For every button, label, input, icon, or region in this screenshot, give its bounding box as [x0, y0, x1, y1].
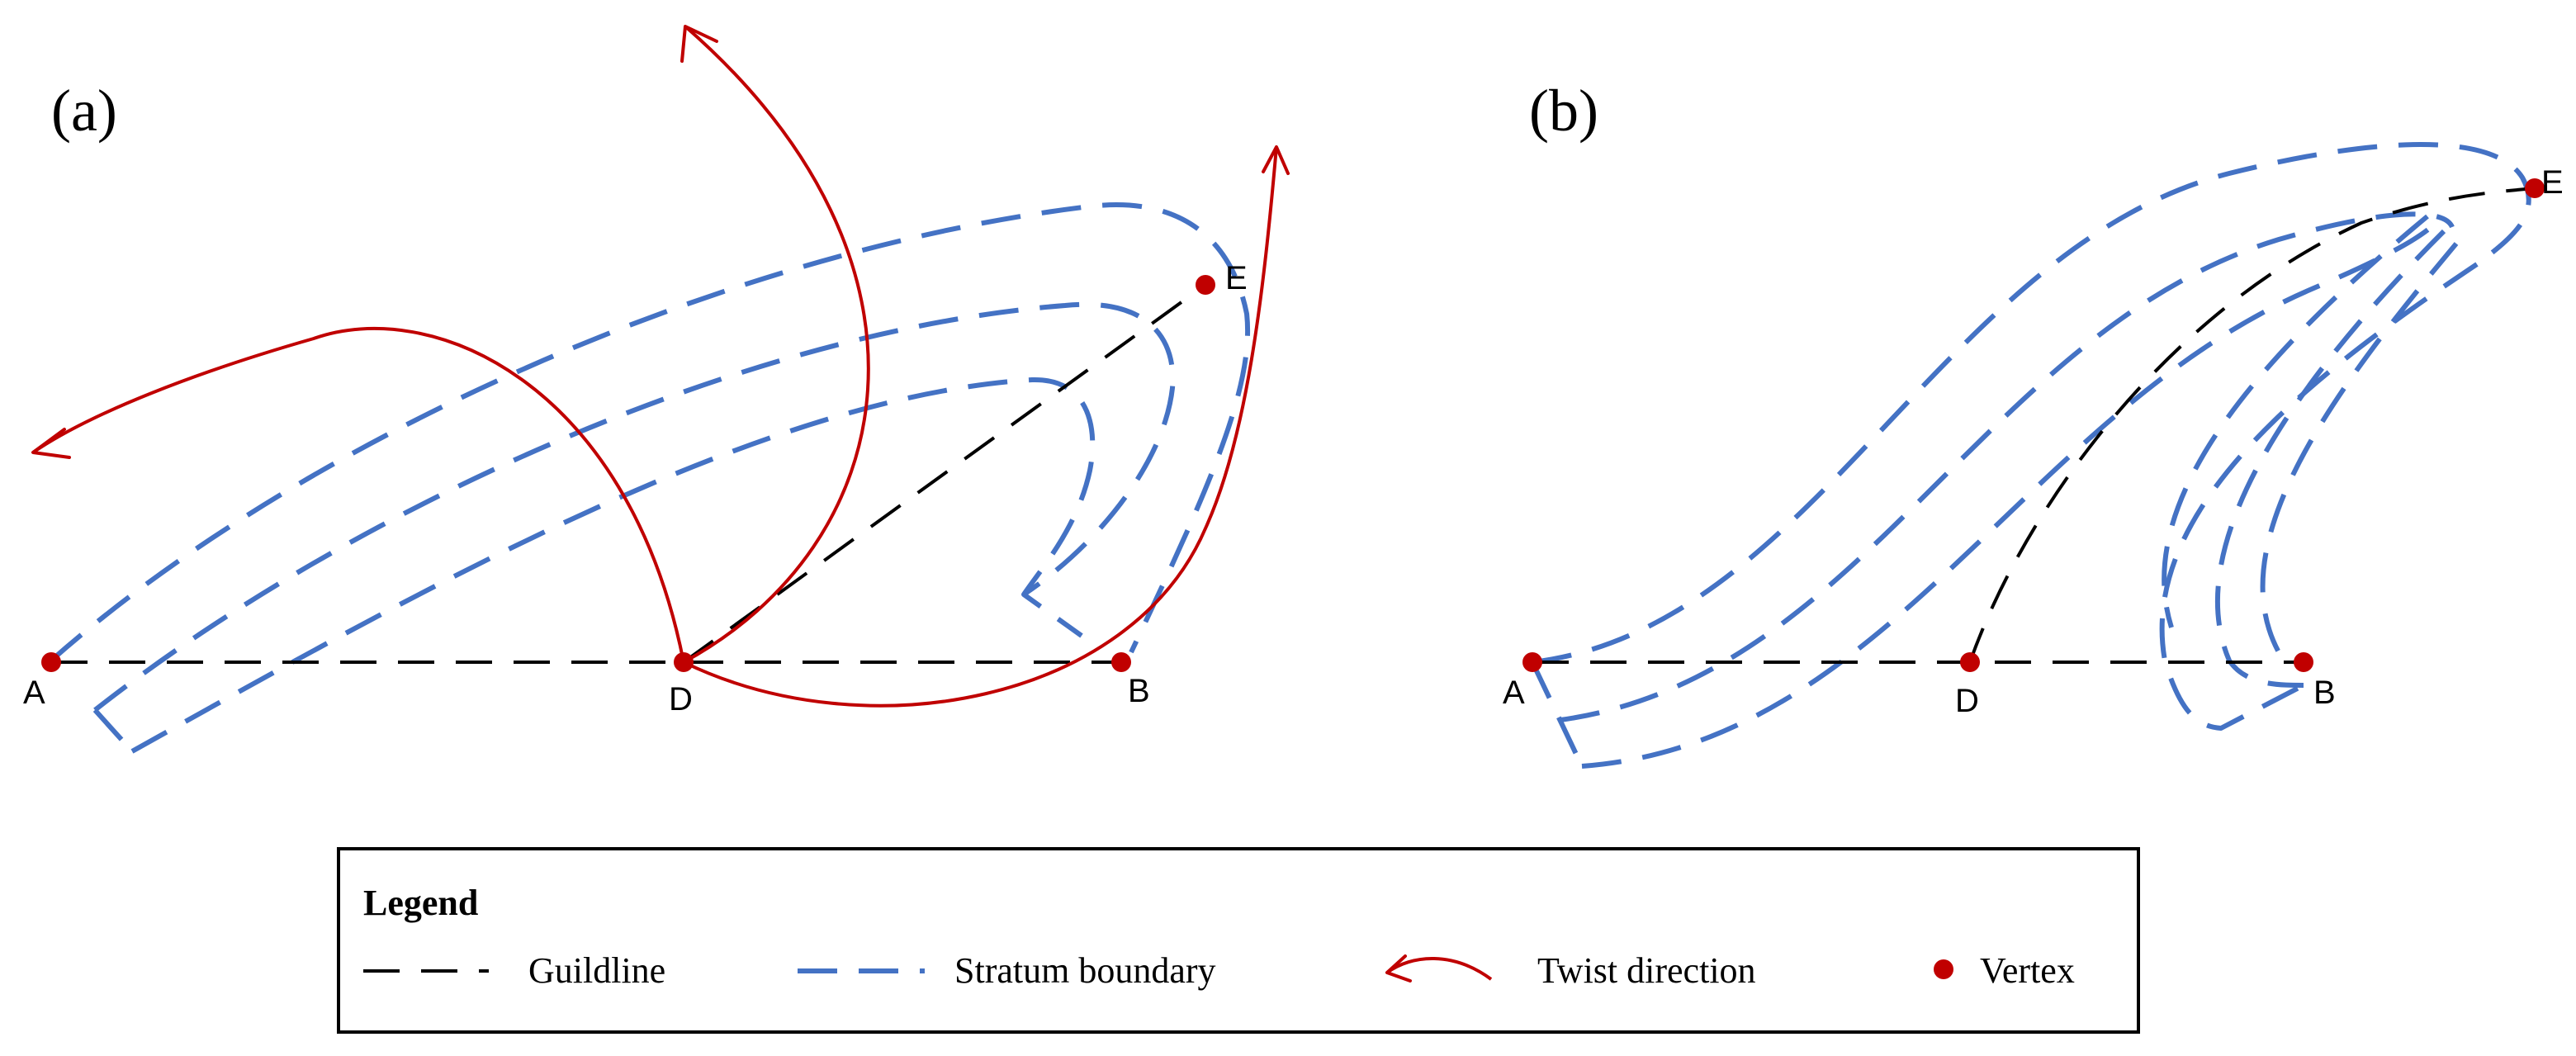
vertex-a — [1522, 652, 1542, 672]
vertex-label-d: D — [1955, 683, 1979, 719]
panel-b-label: (b) — [1529, 78, 1598, 144]
vertex-e — [2525, 178, 2545, 198]
panel-a: (a) A D B E — [23, 25, 1290, 754]
stratum-boundary-hook-3 — [2214, 229, 2446, 688]
vertex-a — [41, 652, 61, 672]
legend-item-vertex: Vertex — [1980, 950, 2075, 991]
panel-a-label: (a) — [51, 78, 117, 144]
legend-item-stratum-boundary: Stratum boundary — [954, 950, 1216, 991]
twist-direction-left — [31, 327, 685, 663]
legend-item-twist-direction: Twist direction — [1537, 950, 1756, 991]
twist-arrowhead-up — [680, 25, 718, 63]
vertex-label-a: A — [1503, 675, 1525, 711]
twist-arrowhead-left — [31, 428, 71, 459]
vertex-label-b: B — [2313, 675, 2336, 711]
panel-b: (b) A D B E — [1503, 78, 2564, 769]
stratum-boundary-base-b — [1530, 661, 1584, 768]
vertex-label-e: E — [1225, 260, 1248, 296]
stratum-boundary-upper-1 — [1532, 142, 2531, 665]
vertex-label-b: B — [1128, 673, 1150, 709]
vertex-label-a: A — [23, 675, 45, 711]
twist-direction-up — [683, 25, 870, 664]
stratum-boundary-upper-3 — [1581, 220, 2438, 769]
legend-box — [337, 847, 2140, 1034]
stratum-boundary-hook-1 — [2159, 262, 2479, 731]
stratum-boundary-hook-4 — [2260, 242, 2459, 654]
vertex-b — [1111, 652, 1131, 672]
stratum-boundary-base — [92, 708, 135, 754]
twist-arrowhead-right — [1262, 145, 1290, 175]
guideline-d-e-curved — [1968, 187, 2536, 663]
legend-twist-symbol — [1385, 957, 1493, 981]
guideline-d-e — [682, 283, 1207, 664]
stratum-boundary-outer — [50, 202, 1251, 663]
vertex-label-e: E — [2541, 164, 2564, 201]
legend: Legend Guildline Stratum boundary Twist … — [337, 847, 2140, 1034]
vertex-d — [1960, 652, 1980, 672]
legend-twist-arrowhead — [1385, 954, 1412, 983]
twist-direction-right — [683, 146, 1278, 708]
vertex-d — [674, 652, 694, 672]
stratum-boundary-inner — [130, 376, 1096, 754]
stratum-boundary-hook-2 — [2162, 214, 2429, 628]
stratum-boundary-upper-2 — [1560, 211, 2455, 722]
vertex-label-d: D — [669, 681, 693, 717]
legend-vertex-symbol — [1934, 959, 1953, 979]
legend-title: Legend — [363, 883, 478, 923]
vertex-e — [1196, 275, 1215, 295]
stratum-boundary-middle — [93, 301, 1176, 713]
vertex-b — [2294, 652, 2313, 672]
legend-item-guideline: Guildline — [528, 950, 665, 991]
